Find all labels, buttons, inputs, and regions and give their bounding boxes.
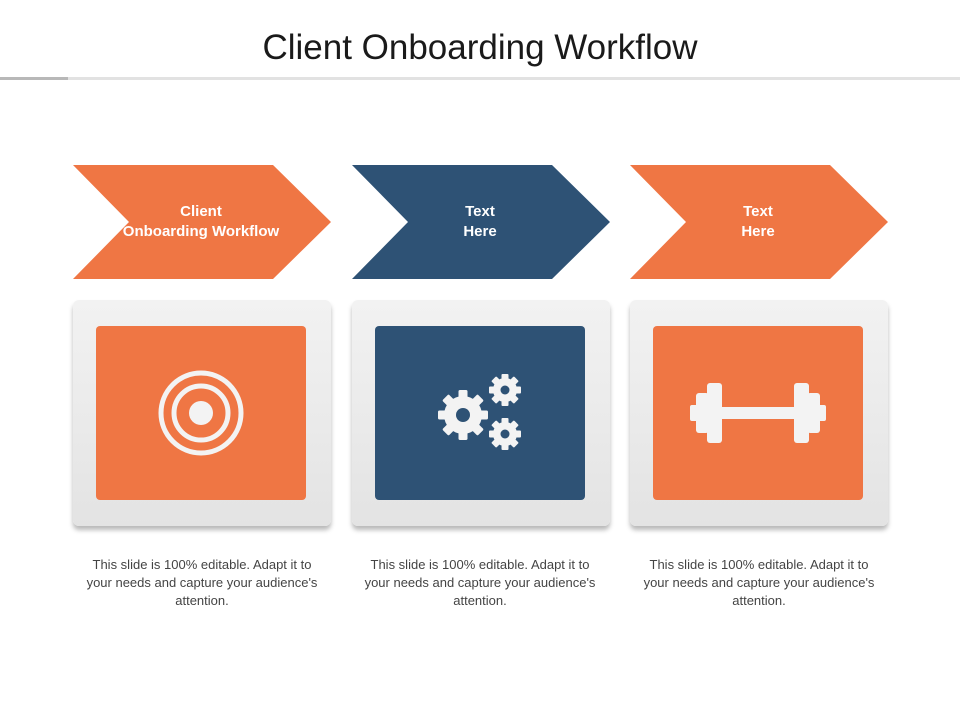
step-1-chevron: Client Onboarding Workflow bbox=[73, 165, 331, 279]
step-3-chevron: Text Here bbox=[630, 165, 888, 279]
title-divider-accent bbox=[0, 77, 68, 80]
step-1-label: Client Onboarding Workflow bbox=[122, 203, 280, 240]
gears-icon bbox=[438, 374, 521, 450]
step-2-icon-tile bbox=[375, 326, 585, 500]
step-3-description: This slide is 100% editable. Adapt it to… bbox=[643, 557, 875, 608]
step-2-description: This slide is 100% editable. Adapt it to… bbox=[364, 557, 596, 608]
step-1-icon-tile bbox=[96, 326, 306, 500]
step-3-label: Text Here bbox=[741, 203, 775, 240]
step-3-chevron-shape bbox=[630, 165, 888, 279]
step-2-chevron: Text Here bbox=[352, 165, 610, 279]
target-icon bbox=[158, 370, 244, 456]
dumbbell-icon bbox=[690, 383, 826, 443]
step-2-label: Text Here bbox=[463, 203, 497, 240]
step-3-icon-tile bbox=[653, 326, 863, 500]
step-2-card bbox=[352, 300, 610, 526]
step-1-chevron-shape bbox=[73, 165, 331, 279]
step-1-description: This slide is 100% editable. Adapt it to… bbox=[86, 557, 318, 608]
step-1-card bbox=[73, 300, 331, 526]
step-3-card bbox=[630, 300, 888, 526]
step-2-chevron-shape bbox=[352, 165, 610, 279]
slide-title: Client Onboarding Workflow bbox=[262, 28, 698, 67]
title-divider bbox=[0, 77, 960, 80]
